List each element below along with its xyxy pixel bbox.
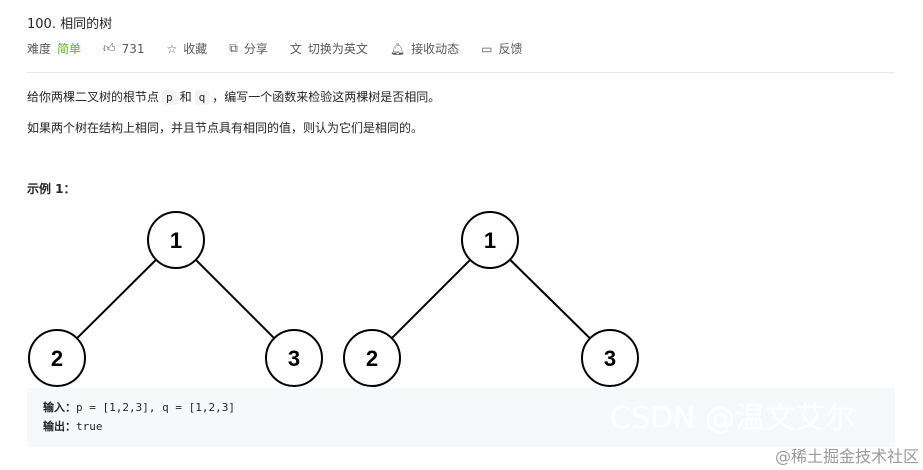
tree-node-label: 2 — [51, 346, 63, 371]
tree-node — [147, 211, 205, 269]
feedback-button[interactable]: ▭反馈 — [481, 41, 523, 57]
tree-node — [28, 329, 86, 387]
example-label: 示例 1： — [27, 182, 76, 196]
thumbs-up-icon: 👍︎ — [103, 41, 116, 55]
tree-node-label: 3 — [288, 346, 300, 371]
tree-edge — [509, 258, 591, 340]
star-icon: ☆ — [166, 41, 178, 56]
tree-node — [265, 329, 323, 387]
tree-node-label: 2 — [366, 346, 378, 371]
tree-edge — [391, 259, 471, 339]
tree-node-label: 3 — [604, 346, 616, 371]
feedback-icon: ▭ — [481, 41, 493, 56]
favorite-button[interactable]: ☆收藏 — [166, 41, 208, 57]
bell-icon: 🔔︎ — [389, 41, 406, 56]
example-code-block: 输入：p = [1,2,3], q = [1,2,3] 输出：true — [27, 388, 895, 447]
difficulty: 难度简单 — [27, 42, 82, 56]
problem-title: 100. 相同的树 — [27, 17, 113, 32]
tree-edge — [76, 259, 157, 339]
tree-node — [581, 329, 639, 387]
divider — [27, 72, 895, 73]
tree-node — [461, 211, 519, 269]
problem-toolbar: 难度简单 👍︎731 ☆收藏 ⧉分享 文切换为英文 🔔︎接收动态 ▭反馈 — [27, 40, 545, 57]
tree-node-label: 1 — [484, 228, 496, 253]
share-icon: ⧉ — [229, 41, 238, 55]
translate-icon: 文 — [289, 42, 302, 56]
switch-language-button[interactable]: 文切换为英文 — [289, 42, 368, 56]
description-p2: 如果两个树在结构上相同，并且节点具有相同的值，则认为它们是相同的。 — [27, 121, 424, 135]
difficulty-badge: 简单 — [57, 42, 82, 56]
tree-node — [343, 329, 401, 387]
subscribe-button[interactable]: 🔔︎接收动态 — [389, 41, 460, 57]
tree-edge — [195, 259, 275, 339]
like-button[interactable]: 👍︎731 — [103, 41, 145, 56]
share-button[interactable]: ⧉分享 — [229, 41, 268, 56]
csdn-watermark: CSDN @温文艾尔 — [610, 401, 856, 436]
tree-node-label: 1 — [170, 228, 182, 253]
juejin-watermark: @稀土掘金技术社区 — [774, 447, 919, 466]
